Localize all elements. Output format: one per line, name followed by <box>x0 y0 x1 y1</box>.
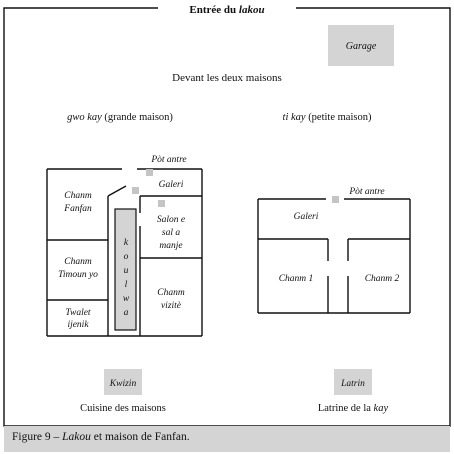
big-house-walls <box>46 168 203 337</box>
latrin-box <box>334 369 372 395</box>
kwizin-label: Kwizin <box>109 379 137 389</box>
latrin-caption: Latrine de la kay <box>318 403 389 414</box>
kwizin-caption: Cuisine des maisons <box>80 403 166 414</box>
garage-box <box>328 25 394 66</box>
figure-caption: Figure 9 – Lakou et maison de Fanfan. <box>12 431 190 443</box>
latrin-label: Latrin <box>340 379 365 389</box>
caption-bar <box>4 426 450 452</box>
koulwa-letter: a <box>124 308 129 318</box>
koulwa-letter: k <box>124 238 129 248</box>
big-house-heading: gwo kay (grande maison) <box>67 112 173 123</box>
koulwa-letter: u <box>124 266 129 276</box>
entrance-title: Entrée du lakou <box>189 4 264 16</box>
front-label: Devant les deux maisons <box>172 72 282 84</box>
door-marker <box>132 187 139 194</box>
koulwa-letter: l <box>125 280 128 290</box>
koulwa-corridor <box>114 208 137 331</box>
door-marker <box>158 200 165 207</box>
chanm1-label: Chanm 1 <box>279 274 314 284</box>
pot-antre-label: Pòt antre <box>150 155 186 165</box>
koulwa-letter: o <box>124 252 129 262</box>
pot-antre-label: Pòt antre <box>348 187 384 197</box>
koulwa-letter: w <box>123 294 130 304</box>
door-marker <box>146 169 153 176</box>
kwizin-box <box>104 369 142 395</box>
chanm2-label: Chanm 2 <box>365 274 400 284</box>
galeri-label: Galeri <box>159 180 184 190</box>
galeri-label: Galeri <box>294 212 319 222</box>
garage-label: Garage <box>346 41 377 52</box>
small-house-heading: ti kay (petite maison) <box>283 112 372 123</box>
small-house-walls <box>257 198 411 314</box>
door-marker <box>332 196 339 203</box>
lakou-boundary <box>3 7 451 427</box>
